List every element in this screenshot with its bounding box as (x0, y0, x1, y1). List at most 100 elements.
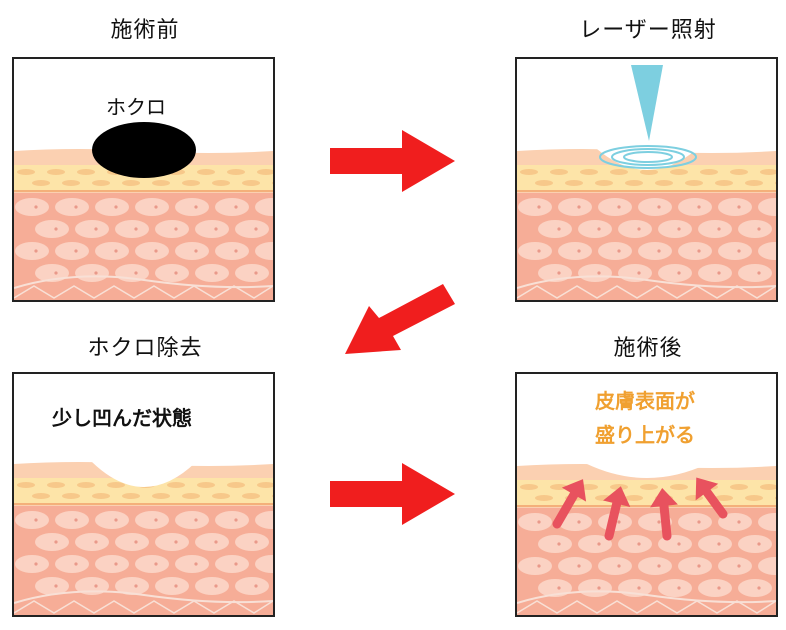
title-before: 施術前 (110, 18, 180, 43)
dermis-cell (558, 557, 592, 575)
cell-nucleus (114, 562, 118, 566)
cell-nucleus (214, 227, 218, 231)
dermis-cell (578, 535, 612, 553)
dermis-cell (718, 242, 752, 260)
fat-cell (122, 493, 140, 499)
dermis-zigzag-line (517, 600, 776, 614)
dermis-cell (578, 264, 612, 282)
fat-cell (760, 169, 776, 175)
dermis-cell (55, 511, 89, 529)
dermis-cell (558, 198, 592, 216)
cell-nucleus (254, 227, 258, 231)
cell-nucleus (254, 540, 258, 544)
cell-nucleus (194, 562, 198, 566)
cell-nucleus (54, 227, 58, 231)
cell-nucleus (537, 564, 541, 568)
dermis-cell (698, 220, 732, 238)
cell-nucleus (597, 542, 601, 546)
raise-arrow (650, 488, 678, 541)
fat-cell (730, 169, 748, 175)
cell-nucleus (617, 249, 621, 253)
dermis-cell (758, 513, 776, 531)
fat-cell (580, 169, 598, 175)
cell-nucleus (737, 205, 741, 209)
cell-nucleus (677, 542, 681, 546)
cell-nucleus (114, 518, 118, 522)
cell-nucleus (134, 584, 138, 588)
dermis-cell (135, 555, 169, 573)
cell-nucleus (154, 249, 158, 253)
fat-cell (47, 482, 65, 488)
cell-nucleus (174, 584, 178, 588)
cell-nucleus (94, 227, 98, 231)
dermis-zigzag-line (14, 600, 273, 614)
dermis-cell (698, 264, 732, 282)
dermis-cell (738, 579, 772, 597)
arrow-right-top-shape (330, 130, 455, 192)
dent (92, 462, 196, 487)
fat-cell (775, 181, 776, 185)
dermis-cell (558, 242, 592, 260)
dermis-cell (578, 579, 612, 597)
dermis-cell (75, 533, 109, 551)
panel-laser (515, 57, 778, 302)
dermis-cell (175, 511, 209, 529)
cell-nucleus (537, 520, 541, 524)
cell-nucleus (557, 271, 561, 275)
cell-nucleus (114, 205, 118, 209)
cell-nucleus (737, 249, 741, 253)
dermis-cell (155, 264, 189, 282)
cell-nucleus (134, 540, 138, 544)
cell-nucleus (34, 205, 38, 209)
dermis-cell (678, 557, 712, 575)
dermis-cell (135, 198, 169, 216)
arrow-diagonal (345, 284, 455, 354)
dermis-cell (235, 220, 269, 238)
cell-nucleus (74, 249, 78, 253)
dermis-cell (15, 555, 49, 573)
cell-nucleus (154, 562, 158, 566)
arrow-right-bottom (330, 463, 455, 525)
cell-nucleus (677, 271, 681, 275)
dermis-cell (235, 533, 269, 551)
cell-nucleus (134, 271, 138, 275)
fat-cell (670, 169, 688, 175)
fat-cell (640, 484, 658, 490)
cell-nucleus (597, 227, 601, 231)
dermis-cell (75, 264, 109, 282)
fat-cell (182, 180, 200, 186)
fat-cell (272, 494, 273, 498)
dermis-cell (518, 513, 552, 531)
dermis-cell (215, 555, 249, 573)
fat-cell (715, 495, 733, 501)
cell-nucleus (234, 249, 238, 253)
shallow-dent (587, 464, 707, 478)
raise-arrow (552, 479, 587, 529)
title-removed: ホクロ除去 (87, 336, 203, 361)
cell-nucleus (757, 586, 761, 590)
dermis-cell (255, 555, 273, 573)
fat-cell (640, 169, 658, 175)
cell-nucleus (737, 520, 741, 524)
arrow-right-top (330, 130, 455, 192)
cell-nucleus (234, 518, 238, 522)
fat-cell (257, 482, 273, 488)
fat-cell (535, 495, 553, 501)
cell-nucleus (717, 227, 721, 231)
fat-cell (92, 493, 110, 499)
dermis-cell (175, 198, 209, 216)
dermis-cell (35, 577, 69, 595)
cell-nucleus (697, 249, 701, 253)
fat-cell (272, 181, 273, 185)
dermis-cell (518, 557, 552, 575)
cell-nucleus (697, 564, 701, 568)
cell-nucleus (557, 586, 561, 590)
cell-nucleus (94, 584, 98, 588)
fat-cell (197, 169, 215, 175)
dermis-zigzag-line (517, 285, 776, 299)
dermis-cell (678, 198, 712, 216)
fat-cell (685, 180, 703, 186)
raise-arrow-head (695, 477, 719, 501)
laser-ripple (599, 145, 697, 169)
dermis-cell (215, 511, 249, 529)
